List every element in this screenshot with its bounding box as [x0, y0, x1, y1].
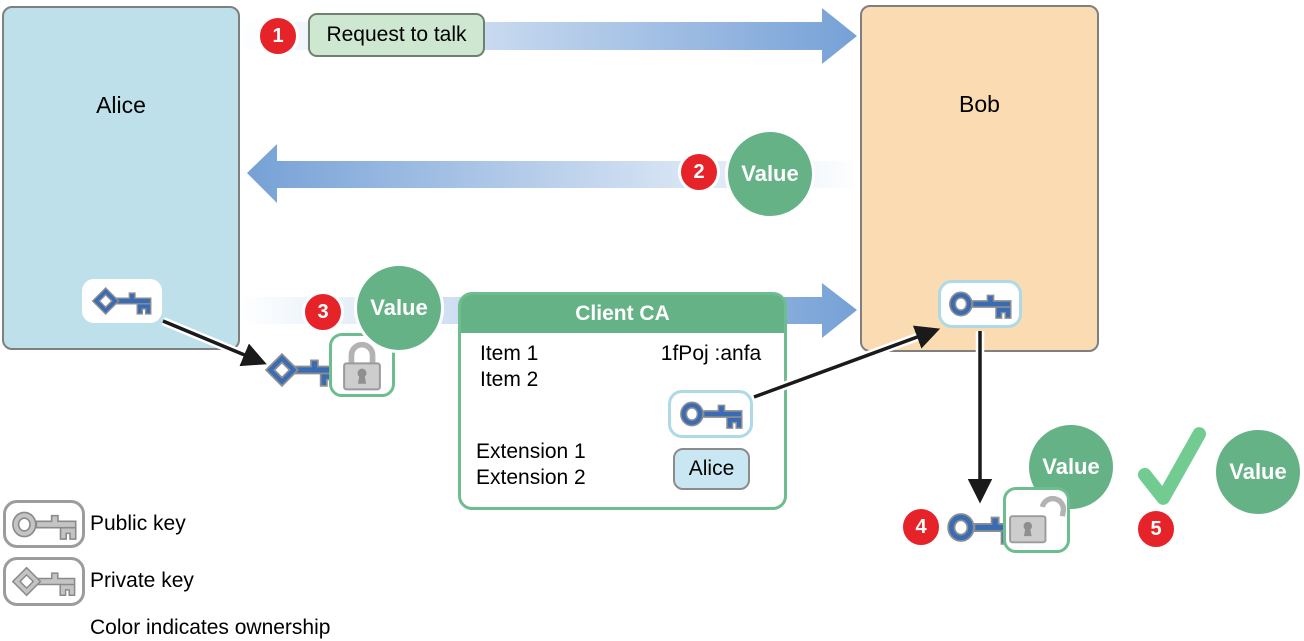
request-to-talk-pill: Request to talk — [308, 13, 485, 57]
private-key-icon — [91, 287, 152, 315]
bob-label: Bob — [959, 91, 1000, 117]
step-5-badge: 5 — [1135, 508, 1177, 550]
open-lock-icon — [1008, 495, 1066, 544]
certificate-extension-1: Extension 1 — [476, 440, 586, 463]
public-key-icon — [679, 401, 743, 429]
certificate-title: Client CA — [461, 295, 784, 333]
public-key-legend-icon — [12, 511, 77, 540]
certificate-signature: 1fPoj :anfa — [660, 342, 762, 365]
private-key-legend-icon — [11, 566, 76, 597]
client-certificate: Client CA Item 1 Item 2 Extension 1 Exte… — [458, 292, 787, 510]
legend-public-key-chip — [3, 500, 85, 548]
legend-private-key-label: Private key — [90, 569, 194, 592]
legend-public-key-label: Public key — [90, 512, 186, 535]
step-3-badge: 3 — [302, 291, 344, 333]
certificate-items: Item 1 Item 2 — [480, 341, 538, 393]
certificate-owner-badge: Alice — [673, 448, 750, 490]
certificate-item-2: Item 2 — [480, 368, 539, 391]
step-4-badge: 4 — [900, 506, 942, 548]
certificate-extension-2: Extension 2 — [476, 466, 586, 489]
step-2-badge: 2 — [678, 151, 720, 193]
verified-checkmark-icon — [1137, 427, 1207, 505]
certificate-public-key-chip — [668, 390, 753, 438]
decrypted-lock-box — [1003, 487, 1070, 553]
bob-public-key-chip — [938, 280, 1022, 328]
step-5-value-circle: Value — [1213, 427, 1303, 517]
closed-lock-icon — [343, 341, 381, 391]
alice-private-key-chip — [82, 279, 162, 323]
step-1-badge: 1 — [257, 15, 299, 57]
certificate-item-1: Item 1 — [480, 342, 539, 365]
legend-private-key-chip — [3, 557, 85, 606]
legend-ownership-note: Color indicates ownership — [90, 616, 331, 639]
step-4-value-circle: Value — [1026, 422, 1116, 512]
certificate-extensions: Extension 1 Extension 2 — [476, 439, 586, 491]
step-3-value-circle: Value — [354, 263, 444, 353]
step-2-value-circle: Value — [725, 129, 815, 219]
alice-private-key-icon — [264, 352, 339, 388]
alice-label: Alice — [96, 92, 146, 118]
public-key-icon — [949, 291, 1012, 319]
